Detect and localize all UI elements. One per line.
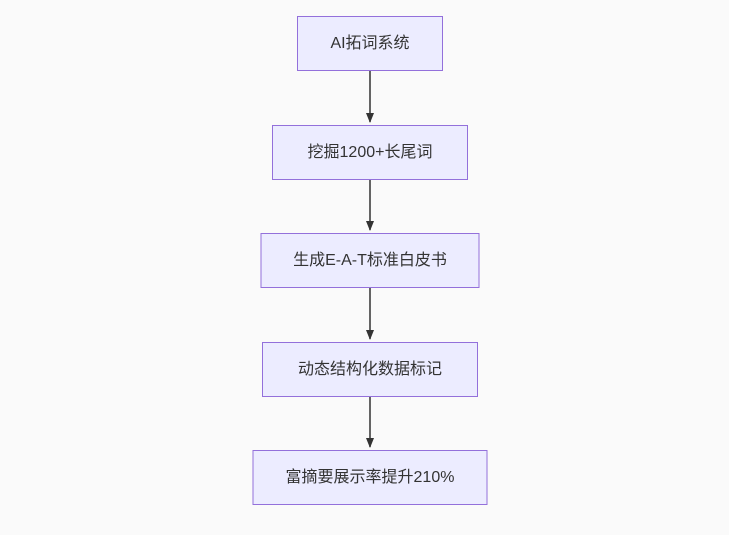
flowchart-node-ai-keyword-system: AI拓词系统	[297, 16, 443, 71]
flowchart-node-rich-snippet-result: 富摘要展示率提升210%	[252, 450, 488, 505]
flowchart-node-structured-data: 动态结构化数据标记	[262, 342, 478, 397]
node-label: 富摘要展示率提升210%	[285, 468, 455, 486]
node-label: AI拓词系统	[330, 34, 410, 52]
flowchart-node-longtail-mining: 挖掘1200+长尾词	[272, 125, 468, 180]
node-label: 挖掘1200+长尾词	[307, 143, 433, 161]
flowchart-node-eat-whitepaper: 生成E-A-T标准白皮书	[260, 233, 480, 288]
node-label: 生成E-A-T标准白皮书	[293, 251, 447, 269]
node-label: 动态结构化数据标记	[297, 360, 442, 378]
